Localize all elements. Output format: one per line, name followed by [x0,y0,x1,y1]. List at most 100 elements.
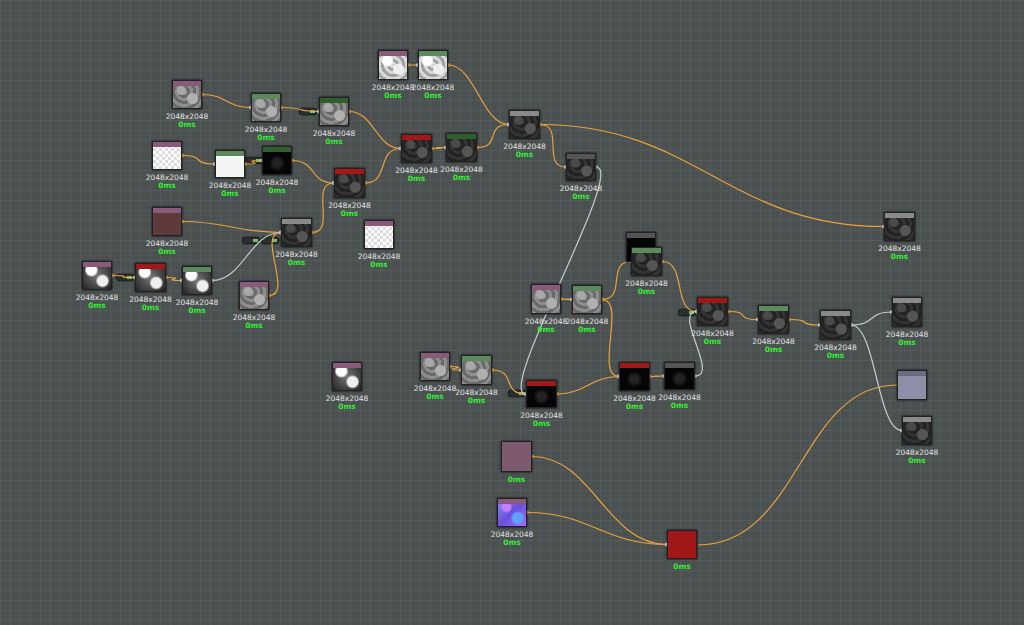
node-header [567,154,595,159]
time-label: 0ms [704,337,722,346]
graph-node: 2048x20480ms [461,355,492,385]
node-header [885,213,914,218]
time-label: 0ms [537,325,555,334]
node-header [421,353,449,358]
time-label: 0ms [426,392,444,401]
graph-node: 2048x20480ms [82,261,112,290]
graph-node: 2048x20480ms [892,297,922,327]
time-label: 0ms [765,345,783,354]
time-label: 0ms [508,475,526,484]
node-header [183,267,211,272]
time-label: 0ms [221,189,239,198]
resolution-label: 2048x2048 [878,244,921,253]
node-header [620,363,649,368]
time-label: 0ms [468,396,486,405]
graph-node: 2048x20480ms [215,150,245,178]
graph-node: 2048x20480ms [281,218,312,247]
resolution-label: 2048x2048 [146,239,189,248]
resolution-label: 2048x2048 [613,394,656,403]
connector-wire [525,511,669,547]
node-header [252,94,280,99]
node-header [83,262,111,267]
connector-wire [347,110,403,151]
node-header [282,219,311,224]
graph-node: 0ms [501,441,532,472]
connector-wire [180,220,283,235]
connector-wire [180,154,217,167]
node-header [632,248,661,253]
resolution-label: 2048x2048 [166,112,209,121]
connector-wire [110,274,137,280]
time-label: 0ms [908,456,926,465]
node-header [335,169,364,174]
time-label: 0ms [188,306,206,315]
node-header [379,51,407,56]
node-header [263,147,291,152]
node-header [462,356,491,361]
tag-marks [127,110,694,395]
resolution-label: 2048x2048 [412,83,455,92]
output-wire [698,385,897,545]
resolution-label: 2048x2048 [146,173,189,182]
time-label: 0ms [424,91,442,100]
time-label: 0ms [341,209,359,218]
resolution-label: 2048x2048 [233,313,276,322]
connector-wire [787,318,822,328]
connector-wire [600,298,621,379]
connector-wire [363,147,403,186]
resolution-label: 2048x2048 [752,337,795,346]
resolution-label: 2048x2048 [358,252,401,261]
time-label: 0ms [671,401,689,410]
graph-node: 2048x20480ms [697,297,728,326]
graph-node: 2048x20480ms [664,362,695,390]
node-header [527,381,556,386]
graph-node: 2048x20480ms [135,263,166,292]
time-label: 0ms [142,303,160,312]
connector-wire [849,323,904,433]
resolution-label: 2048x2048 [245,125,288,134]
connector-wire [849,310,894,327]
graph-node: 2048x20480ms [239,281,269,310]
time-label: 0ms [533,419,551,428]
graph-node: 2048x20480ms [152,207,182,236]
graph-node: 2048x20480ms [566,153,596,181]
time-label: 0ms [88,301,106,310]
resolution-label: 2048x2048 [256,178,299,187]
time-label: 0ms [898,338,916,347]
resolution-label: 2048x2048 [525,317,568,326]
resolution-label: 2048x2048 [814,343,857,352]
graph-node: 2048x20480ms [332,362,362,391]
node-header [419,51,447,56]
graph-node: 2048x20480ms [526,380,557,408]
resolution-label: 2048x2048 [326,394,369,403]
time-label: 0ms [638,287,656,296]
graph-node: 2048x20480ms [619,362,650,391]
time-label: 0ms [245,321,263,330]
time-label: 0ms [626,402,644,411]
time-label: 0ms [178,120,196,129]
node-header [498,499,526,504]
resolution-label: 2048x2048 [886,330,929,339]
node-header [893,298,921,303]
resolution-label: 2048x2048 [313,129,356,138]
connector-wire [200,93,253,110]
connector-wire [446,63,511,127]
node-header [136,264,165,269]
node-header [532,285,560,290]
node-header [903,417,931,422]
time-label: 0ms [827,351,845,360]
graph-node: 2048x20480ms [401,134,432,163]
connector-wire [726,310,760,322]
graph-node: 2048x20480ms [884,212,915,241]
connector-wire [555,375,621,397]
resolution-label: 2048x2048 [520,411,563,420]
resolution-label: 2048x2048 [76,293,119,302]
graph-node: 2048x20480ms [420,352,450,381]
time-label: 0ms [158,247,176,256]
resolution-label: 2048x2048 [491,530,534,539]
connector-wire [279,106,321,114]
graph-node: 2048x20480ms [820,310,851,340]
tag-pills [116,108,696,397]
node-header [759,306,788,311]
node-header [402,135,431,140]
